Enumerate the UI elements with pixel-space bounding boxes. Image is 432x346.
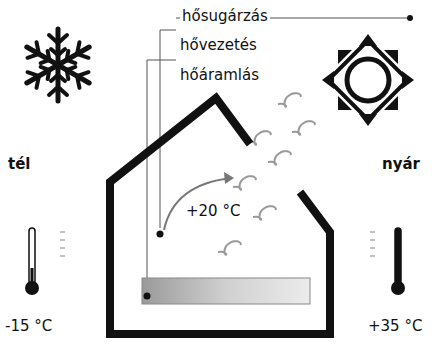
thermometer-hot (370, 228, 405, 295)
callout-label: hőáramlás (178, 67, 261, 84)
callout-label: hővezetés (178, 37, 259, 54)
sun-icon (322, 34, 414, 126)
house-outline: +20 °C (104, 92, 336, 340)
leader-dot (407, 15, 413, 21)
temperature-label: +35 °C (368, 318, 422, 335)
callout-label: hősugárzás (180, 8, 270, 25)
season-label: tél (8, 156, 31, 173)
snowflake-icon (22, 29, 93, 101)
thermometer-cold (25, 228, 65, 295)
season-label: nyár (382, 156, 420, 173)
temperature-label: +20 °C (184, 202, 242, 220)
temperature-label: -15 °C (5, 318, 52, 335)
leader-lines (147, 18, 408, 296)
